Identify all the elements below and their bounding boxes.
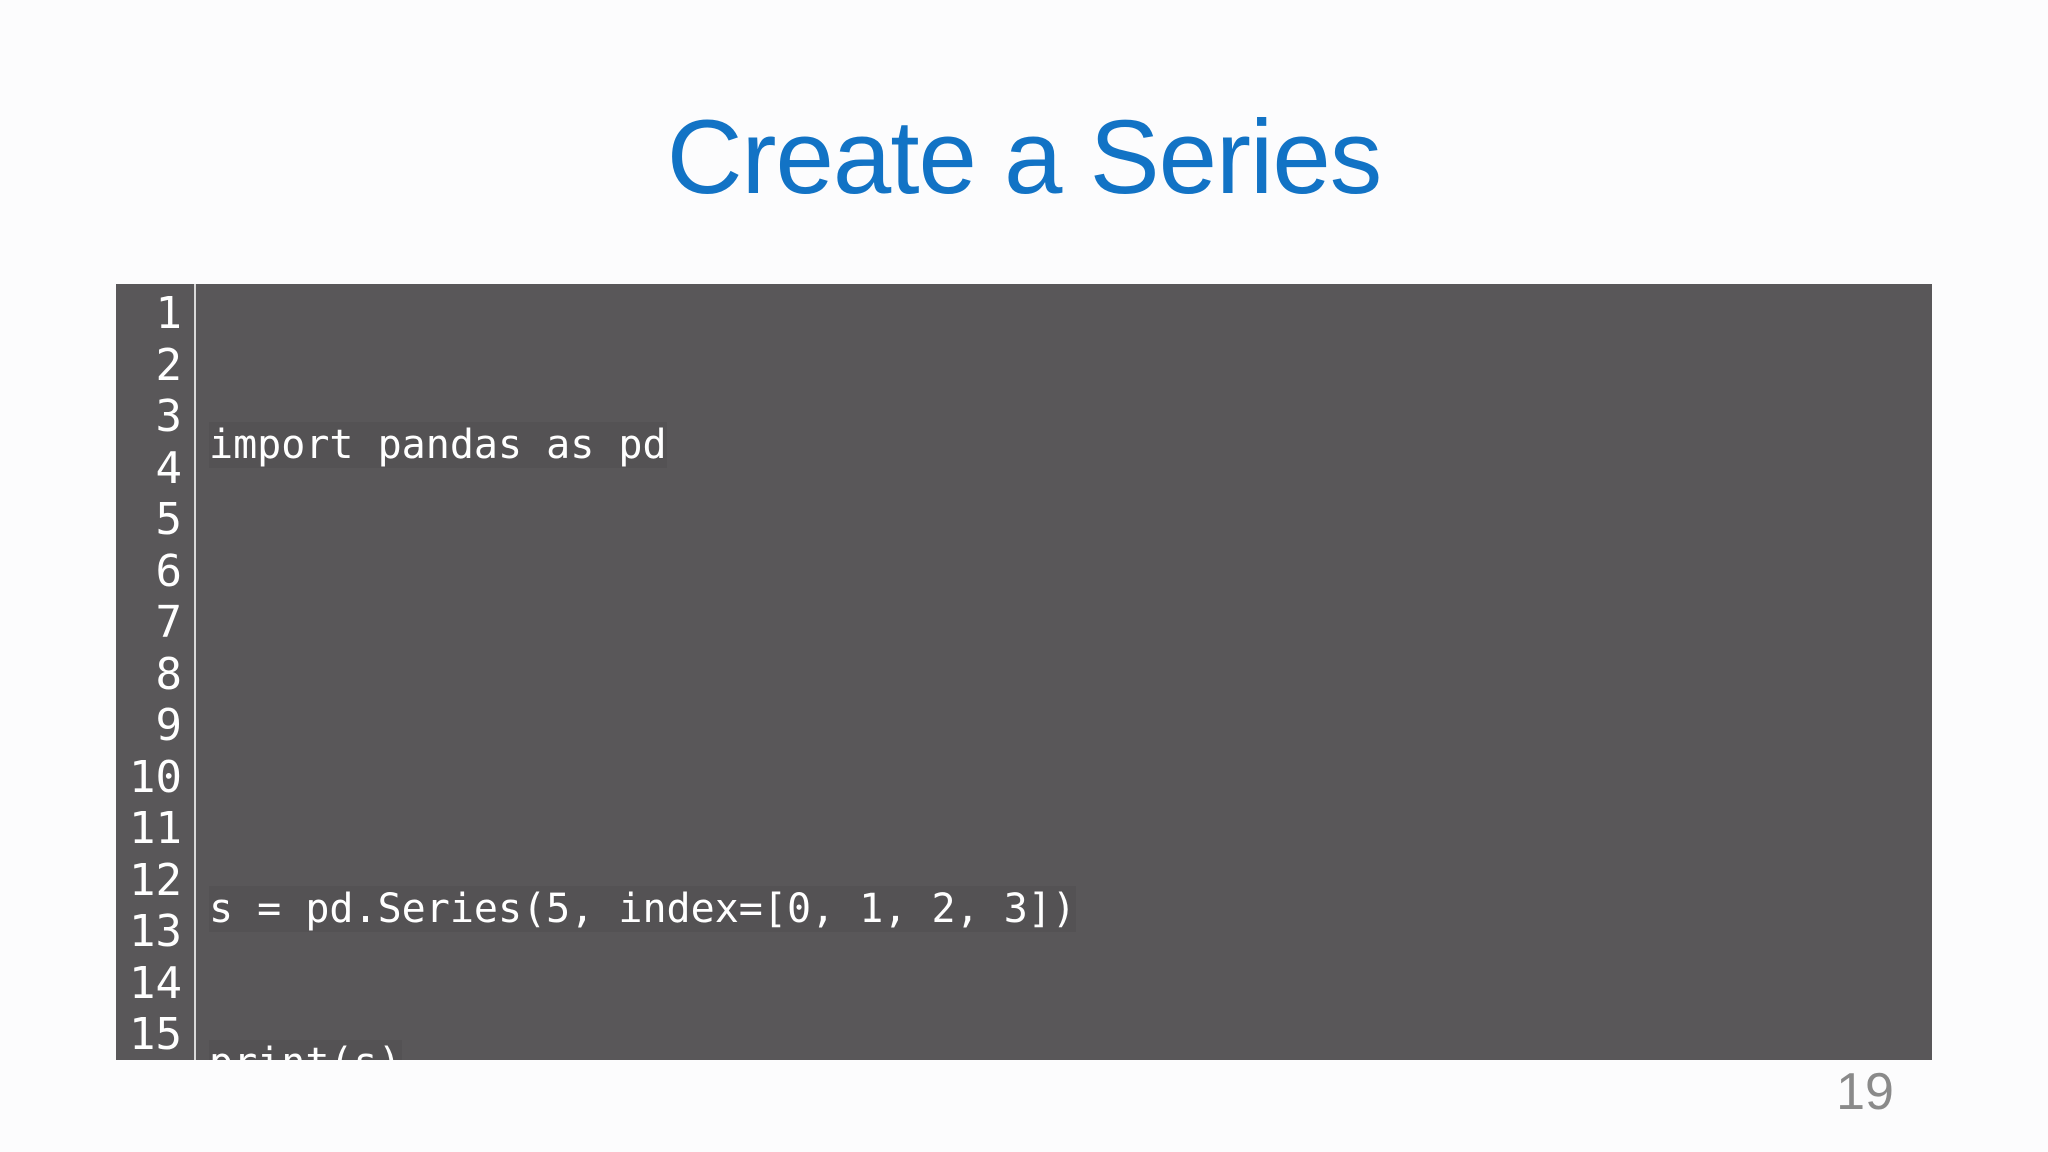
line-number: 11 — [129, 803, 182, 854]
code-text: print(s) — [209, 1040, 402, 1060]
code-line — [209, 575, 1922, 627]
page-number: 19 — [1836, 1063, 1894, 1121]
line-number: 14 — [129, 957, 182, 1009]
line-number: 4 — [155, 442, 183, 494]
line-number-gutter: 1 2 3 4 5 6 7 8 9 10 11 12 13 14 15 — [116, 284, 194, 1060]
line-number: 10 — [129, 751, 182, 803]
page-title: Create a Series — [666, 99, 1383, 216]
line-number: 13 — [129, 906, 182, 957]
code-line: print(s) — [209, 1038, 1922, 1060]
line-number: 3 — [155, 391, 183, 442]
code-text: import pandas as pd — [209, 422, 667, 468]
line-number: 12 — [129, 854, 182, 906]
line-number: 6 — [155, 545, 183, 597]
code-line: import pandas as pd — [209, 420, 1922, 472]
code-line: s = pd.Series(5, index=[0, 1, 2, 3]) — [209, 884, 1922, 936]
code-block: 1 2 3 4 5 6 7 8 9 10 11 12 13 14 15 impo… — [116, 284, 1932, 1060]
line-number: 7 — [155, 597, 183, 648]
line-number: 15 — [129, 1009, 182, 1060]
code-text: s = pd.Series(5, index=[0, 1, 2, 3]) — [209, 885, 1076, 932]
line-number: 8 — [155, 648, 183, 700]
line-number: 5 — [155, 494, 183, 545]
line-number: 9 — [155, 700, 183, 751]
line-number: 2 — [155, 339, 183, 391]
code-line — [209, 729, 1922, 781]
line-number: 1 — [155, 288, 183, 339]
code-area: import pandas as pd s = pd.Series(5, ind… — [196, 284, 1932, 1060]
gutter-separator-line — [194, 284, 196, 1060]
